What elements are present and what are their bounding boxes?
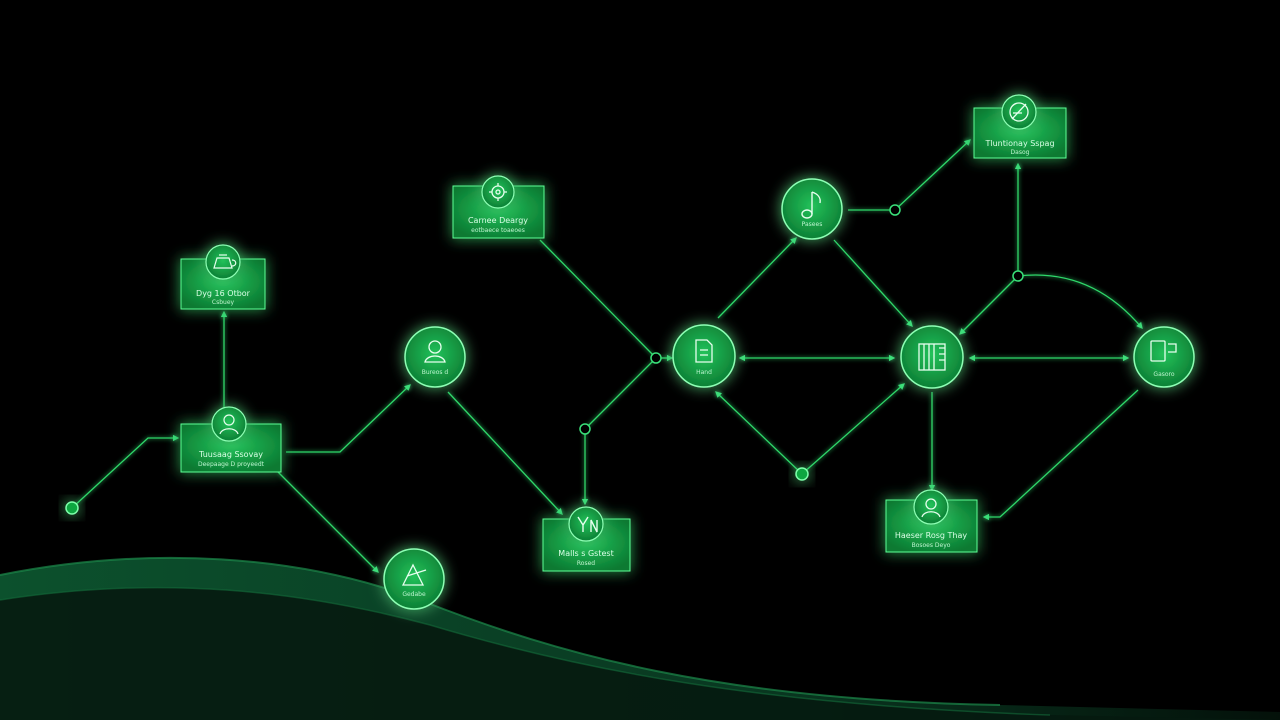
node-label: Gedabe [402,591,426,598]
node-label: Hand [696,369,712,376]
node-profile[interactable]: Bureos d [404,326,466,388]
teapot-icon [213,254,237,269]
device-icon [1150,340,1177,362]
connector [959,275,1019,335]
junction-dot [795,467,809,481]
tools-icon [401,563,427,586]
symbol-icon [577,516,598,533]
node-sublabel: Deepaage D proyeedt [198,461,265,468]
node-sublabel: Rosed [577,560,595,567]
junction-dot [650,352,662,364]
node-pen[interactable]: Tluntionay Sspag Dasog [973,94,1067,159]
background-wave [0,556,1280,720]
junction-dot [65,501,79,515]
node-label: Tuusaag Ssovay [198,450,263,459]
server-icon [918,343,946,371]
node-label: Tluntionay Sspag [984,139,1054,148]
node-tools[interactable]: Gedabe [383,548,445,610]
connector [71,434,180,509]
person-outline-icon [424,340,446,363]
node-settings[interactable]: Carnee Deargy eotbaece toaeoes [452,175,545,239]
junction-dot [579,423,591,435]
document-icon [695,339,713,363]
connector [848,139,971,211]
node-symbol[interactable]: Malls s Gstest Rosed [542,506,631,572]
music-note-icon [801,191,821,219]
connector [277,471,379,573]
connector [717,237,797,319]
gear-icon [489,183,507,201]
junction-dot [889,204,901,216]
node-sublabel: Csbuey [212,299,235,306]
node-label: Carnee Deargy [468,216,528,225]
node-label: Pasees [802,221,823,228]
junction-dot [1012,270,1024,282]
connector [447,391,563,515]
connector [833,239,913,327]
node-label: Haeser Rosg Thay [895,531,968,540]
person-icon [219,414,239,435]
node-label: Gasoro [1153,371,1174,378]
node-avatar[interactable]: Haeser Rosg Thay Bosoes Deyo [885,489,978,553]
node-sublabel: Dasog [1011,149,1030,156]
connector [982,389,1139,521]
node-person[interactable]: Tuusaag Ssovay Deepaage D proyeedt [180,406,282,473]
node-label: Bureos d [422,369,449,376]
avatar-icon [921,498,941,518]
connector [539,239,657,359]
node-music[interactable]: Pasees [781,178,843,240]
node-label: Malls s Gstest [558,549,613,558]
node-sublabel: eotbaece toaeoes [471,227,525,234]
connector [286,384,411,453]
node-server[interactable] [900,325,964,389]
connector [715,383,905,475]
node-sublabel: Bosoes Deyo [912,542,951,549]
junction-dots [65,204,1024,515]
node-document[interactable]: Hand [672,324,736,388]
connector [1017,274,1143,329]
connector [584,357,657,430]
node-teapot[interactable]: Dyg 16 Otbor Csbuey [180,244,266,310]
pen-icon [1009,102,1029,122]
node-device[interactable]: Gasoro [1133,326,1195,388]
node-label: Dyg 16 Otbor [196,289,251,298]
connectors [71,139,1143,573]
